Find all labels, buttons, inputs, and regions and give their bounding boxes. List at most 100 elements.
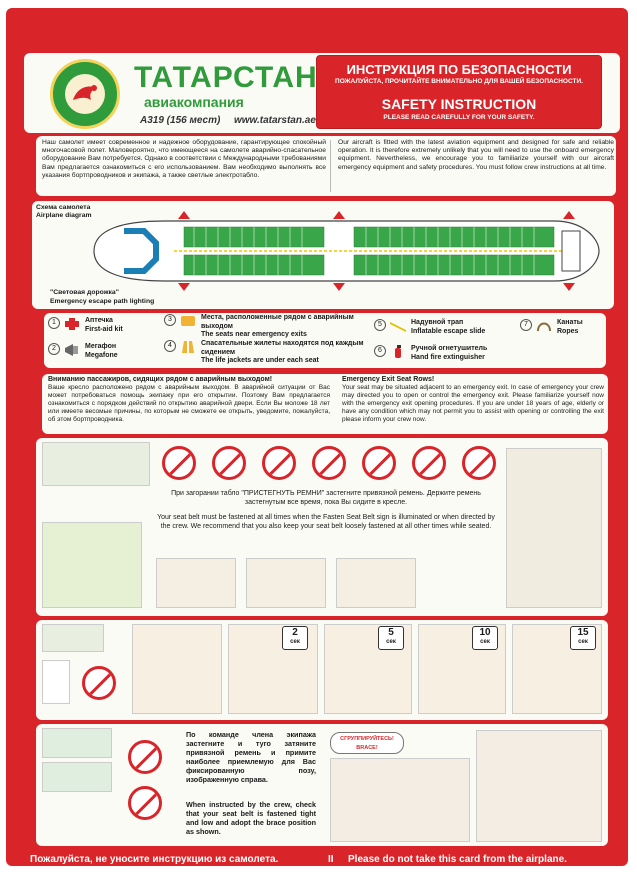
belt-fasten-illustration [156,558,236,608]
legend-number: 7 [520,319,532,331]
legend-number: 4 [164,340,176,352]
megaphone-icon [65,344,78,356]
no-smoking-lavatory-icon [82,666,116,700]
legend-label-en: Hand fire extinguisher [411,353,485,361]
exit-seat-icon [181,316,195,326]
brace-position-panel: По команде члена экипажа застегните и ту… [36,724,608,846]
extinguisher-icon [395,345,401,358]
no-phone-icon [412,446,446,480]
snow-leopard-icon [73,85,97,100]
time-unit: сек [290,639,300,645]
escape-path-label-ru: "Световая дорожка" [50,289,119,296]
belt-text-en: Your seat belt must be fastened at all t… [157,514,495,530]
footer-text-ru: Пожалуйста, не уносите инструкцию из сам… [30,854,279,865]
plane-takeoff-illustration [42,442,150,486]
airplane-diagram [93,211,600,291]
airplane-diagram-panel: Схема самолета Airplane diagram [32,201,614,309]
title-en: SAFETY INSTRUCTION [381,96,537,112]
no-shaver-icon [462,446,496,480]
no-headphones-icon [362,446,396,480]
brand-subtitle: авиакомпания [144,94,244,110]
exit-seat-body-ru: Ваше кресло расположено рядом с аварийны… [48,384,330,423]
legend-number: 2 [48,343,60,355]
brace-speech-bubble: СГРУППИРУЙТЕСЬ! BRACE! [330,732,404,754]
exit-seat-panel: Вниманию пассажиров, сидящих рядом с ава… [42,374,608,434]
legend-label-ru: Мегафон [85,343,117,350]
time-unit: сек [386,639,396,645]
slide-icon [390,322,406,332]
legend-number: 6 [374,345,386,357]
legend-label-ru: Аптечка [85,317,113,324]
life-jacket-icon [182,341,194,353]
legend-number: 3 [164,314,176,326]
plane-cruise-illustration [42,624,104,652]
footer-text-en: Please do not take this card from the ai… [348,854,567,865]
exit-seat-title-ru: Вниманию пассажиров, сидящих рядом с ава… [48,376,273,383]
safety-card: ТАТАРСТАН авиакомпания A319 (156 мест) w… [6,8,628,866]
brand-name: ТАТАРСТАН [134,61,318,94]
time-value: 10 [479,627,491,638]
legend-label-ru: Ручной огнетушитель [411,345,488,352]
time-value: 2 [292,627,298,638]
legend-item-life-jackets: 4 Спасательные жилеты находятся под кажд… [164,340,374,366]
brace-text-ru: По команде члена экипажа застегните и ту… [186,730,316,784]
time-value: 5 [388,627,394,638]
legend-label-en: Megafone [85,351,118,359]
plane-water-landing-illustration [42,762,112,792]
legend-label-ru: Места, расположенные рядом с аварийным в… [201,314,354,330]
legend-label-en: The life jackets are under each seat [201,357,319,364]
legend-number: 5 [374,319,386,331]
time-unit: сек [480,639,490,645]
lavatory-icon [42,660,70,704]
footer-separator: II [328,854,334,865]
subtitle-ru: ПОЖАЛУЙСТА, ПРОЧИТАЙТЕ ВНИМАТЕЛЬНО ДЛЯ В… [335,78,583,85]
belt-text-ru: При загорании табло "ПРИСТЕГНУТЬ РЕМНИ" … [171,490,481,506]
exit-seat-body-en: Your seat may be situated adjacent to an… [342,384,604,423]
legend-number: 1 [48,317,60,329]
seat-belt-panel: При загорании табло "ПРИСТЕГНУТЬ РЕМНИ" … [36,438,608,616]
no-sharp-objects-icon [128,786,162,820]
intro-text-en: Our aircraft is fitted with the latest a… [338,139,614,171]
legend-label-en: First-aid kit [85,325,123,333]
legend-label-ru: Спасательные жилеты находятся под каждым… [201,340,364,356]
title-box: ИНСТРУКЦИЯ ПО БЕЗОПАСНОСТИ ПОЖАЛУЙСТА, П… [316,55,602,129]
airline-logo [50,59,120,129]
first-aid-icon [65,318,79,330]
escape-path-label-en: Emergency escape path lighting [50,298,155,305]
intro-text-ru: Наш самолет имеет современное и надежное… [42,139,326,179]
airline-url: www.tatarstan.aero [234,115,326,126]
plane-landing-illustration [42,728,112,758]
exit-seat-text-en: Emergency Exit Seat Rows! Your seat may … [342,376,604,424]
no-cd-icon [262,446,296,480]
time-unit: сек [578,639,588,645]
exit-seat-title-en: Emergency Exit Seat Rows! [342,376,435,383]
belt-release-illustration [336,558,416,608]
subtitle-en: PLEASE READ CAREFULLY FOR YOUR SAFETY. [383,114,535,121]
rope-icon [537,322,551,332]
title-ru: ИНСТРУКЦИЯ ПО БЕЗОПАСНОСТИ [346,62,572,77]
header-panel: ТАТАРСТАН авиакомпания A319 (156 мест) w… [24,53,620,133]
legend-label-en: The seats near emergency exits [201,331,307,338]
brace-forward-illustration [330,758,470,842]
legend-label-en: Ropes [557,327,579,335]
mask-drop-illustration [132,624,222,714]
belt-tighten-illustration [246,558,326,608]
luggage-stowing-illustration [42,522,142,608]
no-laptop-icon [312,446,346,480]
legend-label-ru: Канаты [557,319,583,326]
intro-panel: Наш самолет имеет современное и надежное… [36,136,616,196]
seat-upright-illustration [506,448,602,608]
brace-text-en: When instructed by the crew, check that … [186,800,316,836]
time-value: 15 [577,627,589,638]
